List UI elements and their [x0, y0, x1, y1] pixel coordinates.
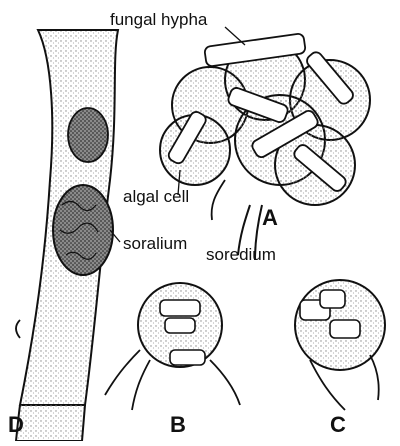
panel-label-a: A	[262, 205, 278, 230]
soralium-mass	[53, 185, 113, 275]
panel-label-d: D	[8, 412, 24, 437]
panel-label-c: C	[330, 412, 346, 437]
label-soralium: soralium	[123, 234, 187, 253]
panel-c-soredium	[295, 280, 385, 410]
label-fungal-hypha: fungal hypha	[110, 10, 208, 29]
label-algal-cell: algal cell	[123, 187, 189, 206]
label-soredium: soredium	[206, 245, 276, 264]
panel-d-stem	[16, 30, 118, 441]
upper-soralium	[68, 108, 108, 162]
panel-label-b: B	[170, 412, 186, 437]
panel-b-soredium	[105, 283, 240, 410]
